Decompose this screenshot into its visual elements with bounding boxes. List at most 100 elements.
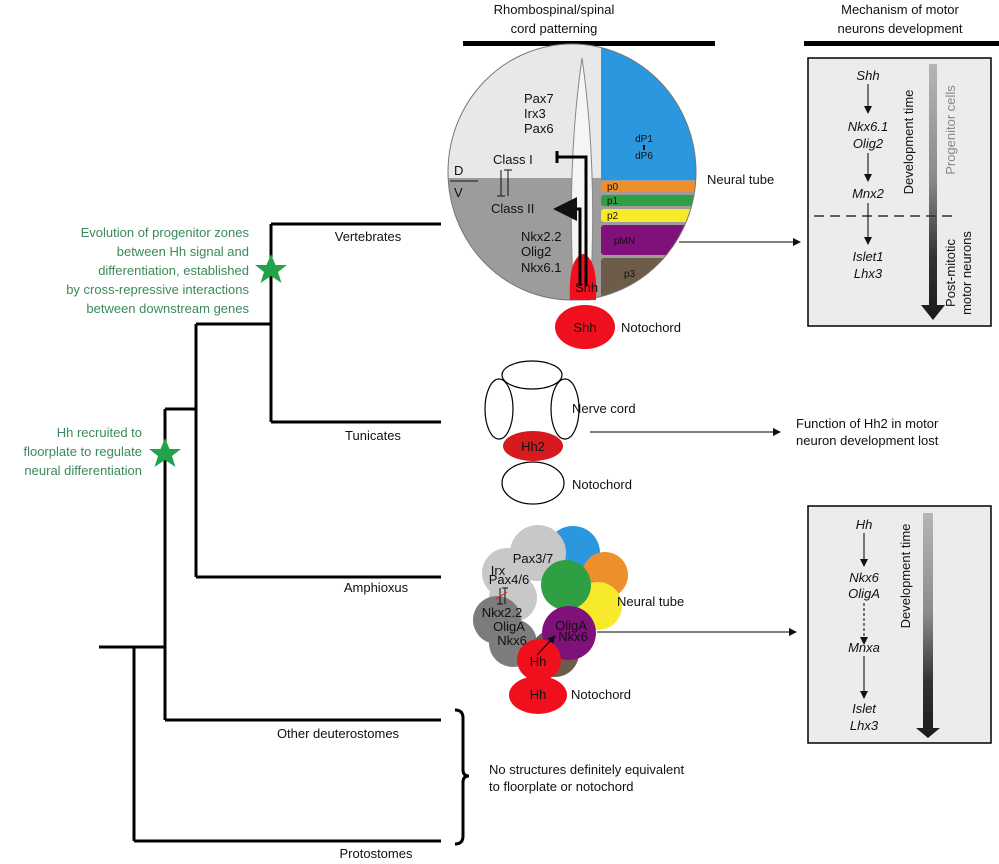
neural-tube-label-vertebrate: Neural tube bbox=[707, 172, 774, 187]
mech-gene-olig2: Olig2 bbox=[853, 136, 884, 151]
gene-irx3: Irx3 bbox=[524, 106, 546, 121]
amphioxus-mechanism-panel bbox=[807, 505, 992, 744]
hh-activate-arrow bbox=[536, 635, 556, 656]
amphi-mech-gene-islet: Islet bbox=[852, 701, 877, 716]
phylogenetic-tree bbox=[99, 222, 441, 843]
dev-time-label-vertebrate: Development time bbox=[901, 90, 916, 195]
notochord-label-tunicate: Notochord bbox=[572, 477, 632, 492]
domain-p0 bbox=[601, 181, 696, 192]
amphi-mech-gene-nkx6: Nkx6 bbox=[849, 570, 879, 585]
domain-dp1-dp6 bbox=[601, 44, 696, 180]
domain-p1 bbox=[601, 195, 696, 206]
header-col2-rule bbox=[804, 41, 999, 46]
tunicate-hh2-label: Hh2 bbox=[521, 439, 545, 454]
gene-olig2: Olig2 bbox=[521, 244, 551, 259]
development-time-arrow bbox=[916, 513, 940, 738]
header-col1-line2: cord patterning bbox=[511, 21, 598, 36]
taxon-vertebrates: Vertebrates bbox=[335, 229, 402, 244]
star-icon bbox=[149, 438, 181, 467]
class-i-label: Class I bbox=[493, 152, 533, 167]
cross-repression-icon bbox=[497, 169, 512, 197]
amphi-notochord bbox=[509, 676, 567, 714]
event-hh-recruited-line2: floorplate to regulate bbox=[23, 444, 142, 459]
amphi-mech-gene-oliga: OligA bbox=[848, 586, 880, 601]
mech-gene-nkx6-1: Nkx6.1 bbox=[848, 119, 888, 134]
bracket-note-line2: to floorplate or notochord bbox=[489, 779, 634, 794]
mech-gene-shh: Shh bbox=[856, 68, 879, 83]
amphi-gene-pax3-7: Pax3/7 bbox=[513, 551, 553, 566]
vertebrate-mechanism-panel bbox=[807, 57, 992, 327]
shh-activate-class2 bbox=[553, 197, 582, 286]
progenitor-cells-label: Progenitor cells bbox=[943, 85, 958, 175]
amphi-notochord-hh: Hh bbox=[530, 687, 547, 702]
amphi-gene-nkx6: Nkx6 bbox=[497, 633, 527, 648]
amphi-gene-pax4-6: Pax4/6 bbox=[489, 572, 529, 587]
floorplate bbox=[569, 254, 597, 300]
amphi-floorplate-hh bbox=[517, 639, 561, 681]
amphi-mn-nkx6: Nkx6 bbox=[558, 629, 588, 644]
domain-label-dp1: dP1 bbox=[635, 134, 653, 145]
amphioxus-neural-tube bbox=[473, 525, 628, 677]
taxon-amphioxus: Amphioxus bbox=[344, 580, 409, 595]
amphi-gene-nkx2-2: Nkx2.2 bbox=[482, 605, 522, 620]
gene-nkx2-2: Nkx2.2 bbox=[521, 229, 561, 244]
header-col1-rule bbox=[463, 41, 715, 46]
bracket-note-line1: No structures definitely equivalent bbox=[489, 762, 684, 777]
tunicate-hh2 bbox=[503, 431, 563, 461]
notochord-shh: Shh bbox=[573, 320, 596, 335]
event-progenitor-zones-line2: between Hh signal and bbox=[117, 244, 249, 259]
range-tick bbox=[643, 145, 645, 150]
notochord-label-amphioxus: Notochord bbox=[571, 687, 631, 702]
amphi-mech-gene-lhx3: Lhx3 bbox=[850, 718, 879, 733]
amphi-mech-gene-hh: Hh bbox=[856, 517, 873, 532]
mech-gene-islet1: Islet1 bbox=[852, 249, 883, 264]
header-col2-line2: neurons development bbox=[837, 21, 962, 36]
header-col1-line1: Rhombospinal/spinal bbox=[494, 2, 615, 17]
post-mitotic-label-line2: motor neurons bbox=[959, 231, 974, 315]
tunicate-nerve-cord bbox=[484, 360, 580, 440]
amphi-gene-irx: Irx bbox=[491, 563, 506, 578]
mech-gene-mnx2: Mnx2 bbox=[852, 186, 885, 201]
floorplate-shh: Shh bbox=[575, 280, 598, 295]
mech-gene-lhx3: Lhx3 bbox=[854, 266, 883, 281]
dorsal-label: D bbox=[454, 163, 463, 178]
development-time-arrow bbox=[921, 64, 945, 320]
amphi-gene-oliga: OligA bbox=[493, 619, 525, 634]
star-icon bbox=[255, 254, 287, 283]
amphi-floorplate-hh-label: Hh bbox=[530, 654, 547, 669]
domain-label-p1: p1 bbox=[607, 196, 619, 207]
tunicate-outcome-line1: Function of Hh2 in motor bbox=[796, 416, 939, 431]
gene-nkx6-1: Nkx6.1 bbox=[521, 260, 561, 275]
tunicate-outcome-line2: neuron development lost bbox=[796, 433, 939, 448]
lost-interaction-mark bbox=[495, 591, 508, 600]
header-col2-line1: Mechanism of motor bbox=[841, 2, 959, 17]
taxon-other-deuterostomes: Other deuterostomes bbox=[277, 726, 400, 741]
taxon-tunicates: Tunicates bbox=[345, 428, 401, 443]
tunicate-notochord bbox=[501, 461, 565, 505]
domain-p2 bbox=[601, 209, 696, 222]
domain-label-p0: p0 bbox=[607, 182, 619, 193]
domain-label-p2: p2 bbox=[607, 211, 619, 222]
domain-label-p3: p3 bbox=[624, 269, 636, 280]
ventral-label: V bbox=[454, 185, 463, 200]
event-progenitor-zones-line1: Evolution of progenitor zones bbox=[81, 225, 250, 240]
event-hh-recruited-line3: neural differentiation bbox=[24, 463, 142, 478]
gene-pax7: Pax7 bbox=[524, 91, 554, 106]
amphi-mech-gene-mnxa: Mnxa bbox=[848, 640, 880, 655]
post-mitotic-label-line1: Post-mitotic bbox=[943, 239, 958, 307]
bracket bbox=[454, 708, 470, 846]
amphi-mn-oliga: OligA bbox=[555, 618, 587, 633]
taxon-protostomes: Protostomes bbox=[340, 846, 413, 861]
gene-pax6: Pax6 bbox=[524, 121, 554, 136]
event-hh-recruited-line1: Hh recruited to bbox=[57, 425, 142, 440]
notochord-vertebrate bbox=[555, 305, 615, 349]
notochord-label-vertebrate: Notochord bbox=[621, 320, 681, 335]
domain-label-pmn: pMN bbox=[614, 236, 635, 247]
dev-time-label-amphioxus: Development time bbox=[898, 524, 913, 629]
shh-repress-class1 bbox=[558, 155, 588, 286]
event-progenitor-zones-line5: between downstream genes bbox=[86, 301, 249, 316]
nerve-cord-label: Nerve cord bbox=[572, 401, 636, 416]
event-progenitor-zones-line3: differentiation, established bbox=[98, 263, 249, 278]
vertebrate-neural-tube bbox=[447, 43, 697, 301]
